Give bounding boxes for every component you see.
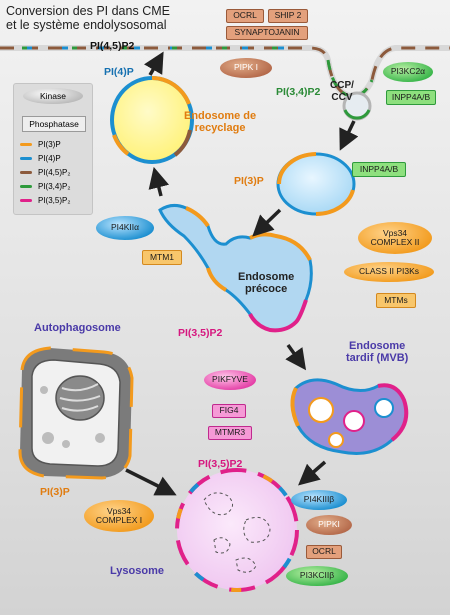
legend-swatch — [20, 185, 32, 188]
enzyme-vps34-complex1: Vps34 COMPLEX I — [84, 500, 154, 532]
legend-swatch — [20, 171, 32, 174]
enzyme-pikfyve: PIKFYVE — [204, 370, 256, 390]
legend-item: PI(4)P — [20, 154, 61, 163]
lysosome — [175, 468, 299, 592]
lipid-label-autophago: PI(3)P — [40, 486, 70, 498]
enzyme-inpp4ab-mid: INPP4A/B — [352, 162, 406, 177]
legend-label: PI(4)P — [38, 154, 61, 163]
legend-kinase-chip: Kinase — [23, 88, 83, 104]
early-vesicle — [276, 152, 356, 216]
enzyme-pipk1: PIPK I — [220, 58, 272, 78]
lipid-label-early: PI(3,5)P2 — [178, 327, 223, 339]
organelle-recycling-label: Endosome de recyclage — [184, 110, 257, 134]
late-endosome — [290, 378, 409, 455]
pathway-arrows — [125, 51, 359, 496]
organelle-late-label: Endosome tardif (MVB) — [346, 340, 409, 364]
ccv-vesicle-lipid — [343, 109, 371, 120]
legend-label: PI(3,5)P₂ — [38, 196, 71, 205]
title-line-2: et le système endolysosomal — [6, 18, 167, 32]
enzyme-vps34-complex2: Vps34 COMPLEX II — [358, 222, 432, 254]
organelle-early-label: Endosome précoce — [238, 271, 295, 295]
legend-label: PI(3)P — [38, 140, 61, 149]
title-line-1: Conversion des PI dans CME — [6, 4, 170, 18]
legend-item: PI(3)P — [20, 140, 61, 149]
lipid-label-vesicle: PI(3)P — [234, 175, 264, 187]
enzyme-pi4k3b: PI4KIIIβ — [291, 490, 347, 510]
legend: Kinase Phosphatase PI(3)P PI(4)P PI(4,5)… — [13, 83, 93, 215]
enzyme-mtmr3: MTMR3 — [208, 426, 252, 440]
lipid-label-lyso: PI(3,5)P2 — [198, 458, 243, 470]
enzyme-pi4k2a: PI4KIIα — [96, 216, 154, 240]
enzyme-pi3kc2a: PI3KC2α — [383, 62, 433, 82]
organelle-autophagosome-label: Autophagosome — [34, 322, 121, 334]
legend-swatch — [20, 143, 32, 146]
legend-label: PI(4,5)P₂ — [38, 168, 71, 177]
legend-item: PI(3,5)P₂ — [20, 196, 70, 205]
diagram-title: Conversion des PI dans CME et le système… — [6, 4, 206, 32]
recycling-endosome — [110, 76, 194, 164]
early-endosome — [158, 203, 313, 333]
enzyme-inpp4ab-top: INPP4A/B — [386, 90, 436, 105]
enzyme-class2-pi3ks: CLASS II PI3Ks — [344, 262, 434, 282]
legend-label: PI(3,4)P₂ — [38, 182, 71, 191]
lipid-label-recycling: PI(4)P — [104, 66, 134, 78]
lipid-label-ccv: PI(3,4)P2 — [276, 86, 321, 98]
enzyme-mtms: MTMs — [376, 293, 416, 308]
legend-swatch — [20, 199, 32, 202]
enzyme-pipki-low: PIPKI — [306, 515, 352, 535]
enzyme-ocrl-low: OCRL — [306, 545, 342, 559]
enzyme-pi3kc2b: PI3KCIIβ — [286, 566, 348, 586]
lipid-label-pm: PI(4,5)P2 — [90, 40, 135, 52]
legend-swatch — [20, 157, 32, 160]
organelle-lysosome-label: Lysosome — [110, 565, 165, 577]
enzyme-fig4: FIG4 — [212, 404, 246, 418]
enzyme-mtm1: MTM1 — [142, 250, 182, 265]
legend-item: PI(4,5)P₂ — [20, 168, 70, 177]
enzyme-ship2: SHIP 2 — [268, 9, 308, 23]
enzyme-ocrl-top: OCRL — [226, 9, 264, 23]
enzyme-synaptojanin: SYNAPTOJANIN — [226, 26, 308, 40]
legend-item: PI(3,4)P₂ — [20, 182, 70, 191]
autophagosome — [18, 346, 134, 480]
organelle-ccp-label: CCP/ CCV — [330, 80, 354, 103]
legend-phosphatase-chip: Phosphatase — [22, 116, 86, 132]
